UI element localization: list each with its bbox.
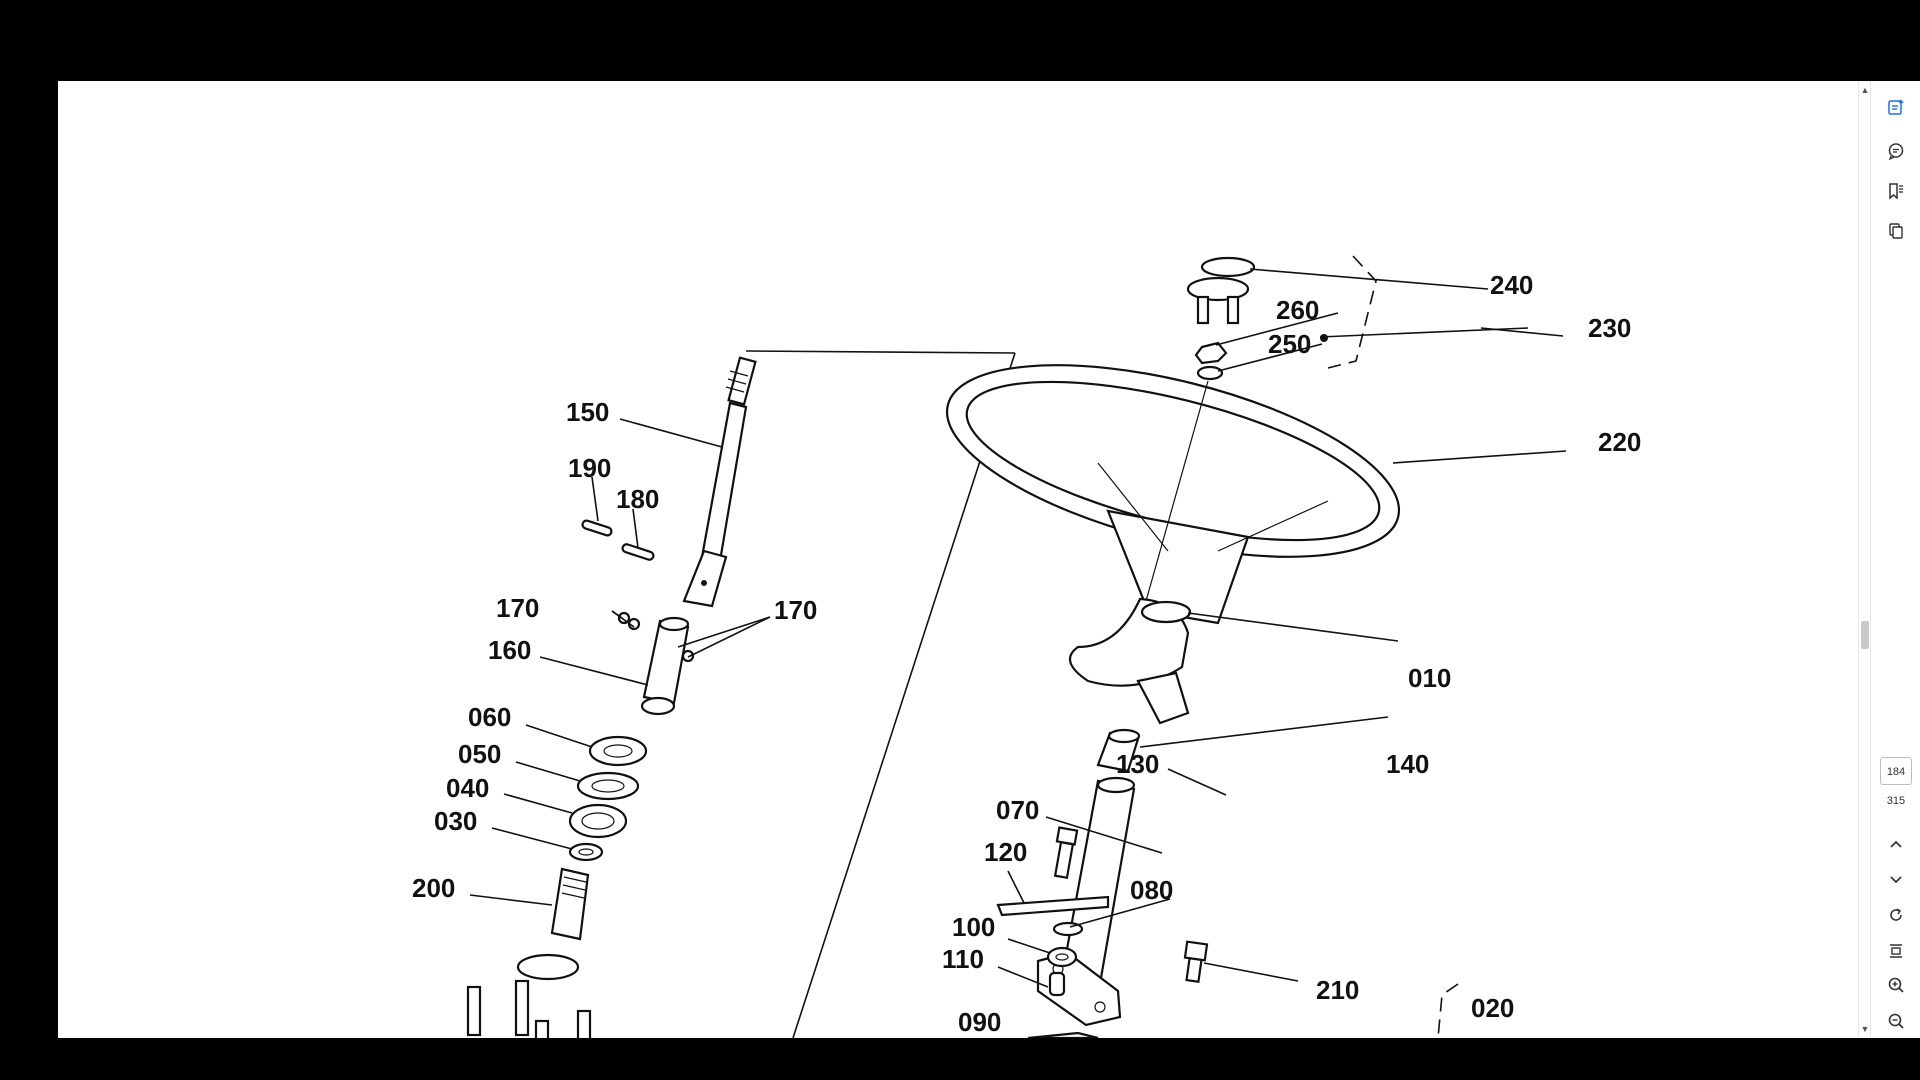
- comment-button[interactable]: [1882, 137, 1910, 165]
- next-page-button[interactable]: [1882, 865, 1910, 893]
- pin-190: [581, 519, 613, 537]
- bookmark-icon: [1889, 183, 1903, 200]
- zoom-in-button[interactable]: [1882, 971, 1910, 999]
- nut-100: [1046, 946, 1078, 968]
- cap-240: [1186, 256, 1256, 325]
- cover-010: [1068, 597, 1192, 725]
- rotate-button[interactable]: [1882, 901, 1910, 929]
- zoom-out-icon: [1888, 1013, 1904, 1029]
- scroll-up-arrow-icon[interactable]: ▲: [1860, 85, 1870, 95]
- callout-020: 020: [1471, 993, 1514, 1023]
- viewer-sidebar: 184 315: [1870, 81, 1920, 1038]
- callout-220: 220: [1598, 427, 1641, 457]
- washer-250: [1196, 365, 1224, 381]
- callout-100: 100: [952, 912, 995, 942]
- comment-icon: [1888, 143, 1904, 160]
- callout-170-left: 170: [496, 593, 539, 623]
- callout-120: 120: [984, 837, 1027, 867]
- vertical-scrollbar[interactable]: ▲ ▼: [1858, 81, 1871, 1038]
- callout-140: 140: [1386, 749, 1429, 779]
- bolts-bottom: [466, 979, 592, 1038]
- leader-lines: [469, 268, 1567, 988]
- coupling-160: [640, 616, 690, 716]
- callout-080: 080: [1130, 875, 1173, 905]
- callout-230: 230: [1588, 313, 1631, 343]
- callout-030: 030: [434, 806, 477, 836]
- callout-250: 250: [1268, 329, 1311, 359]
- bracket-230: [1327, 255, 1377, 369]
- part-170-a: [617, 611, 631, 625]
- bushing-110: [1048, 971, 1066, 997]
- fit-page-button[interactable]: [1882, 937, 1910, 965]
- callout-110: 110: [942, 944, 984, 974]
- emblem-230-dot: [1320, 334, 1328, 342]
- steering-wheel: [945, 364, 1401, 625]
- frame-line: [745, 350, 1016, 354]
- frame-line: [792, 352, 1016, 1038]
- rotate-icon: [1890, 908, 1902, 921]
- document-page: 240 230 260 250 220 150 190 180 170 170 …: [58, 81, 1858, 1038]
- exploded-parts-diagram: 240 230 260 250 220 150 190 180 170 170 …: [412, 255, 1641, 1038]
- callout-130: 130: [1116, 749, 1159, 779]
- part-090: [1027, 1031, 1099, 1038]
- zoom-out-button[interactable]: [1882, 1007, 1910, 1035]
- ai-assistant-icon: [1888, 99, 1904, 115]
- bolt-070: [1053, 826, 1079, 880]
- callout-170-right: 170: [774, 595, 817, 625]
- previous-page-button[interactable]: [1882, 831, 1910, 859]
- bracket-020: [1437, 983, 1459, 1038]
- sleeve-200: [550, 867, 590, 941]
- fit-page-icon: [1890, 944, 1902, 958]
- next-page-icon: [1890, 876, 1902, 884]
- callout-260: 260: [1276, 295, 1319, 325]
- bearing-060: [588, 735, 648, 767]
- callout-060: 060: [468, 702, 511, 732]
- ai-assistant-button[interactable]: [1882, 93, 1910, 121]
- callout-240: 240: [1490, 270, 1533, 300]
- scroll-thumb[interactable]: [1861, 621, 1869, 649]
- callout-010: 010: [1408, 663, 1451, 693]
- callout-200: 200: [412, 873, 455, 903]
- previous-page-icon: [1890, 840, 1902, 848]
- nut-260: [1194, 341, 1228, 365]
- callout-070: 070: [996, 795, 1039, 825]
- bearing-040: [568, 803, 628, 839]
- scroll-down-arrow-icon[interactable]: ▼: [1860, 1024, 1870, 1034]
- callout-180: 180: [616, 484, 659, 514]
- callout-190: 190: [568, 453, 611, 483]
- washer-050: [576, 771, 640, 801]
- thumbnails-button[interactable]: [1882, 217, 1910, 245]
- ring-under-200: [516, 953, 580, 981]
- bolt-210: [1183, 940, 1209, 983]
- lever-120: [996, 895, 1110, 917]
- thumbnails-icon: [1889, 223, 1903, 239]
- callout-050: 050: [458, 739, 501, 769]
- callout-040: 040: [446, 773, 489, 803]
- current-page-input[interactable]: 184: [1880, 757, 1912, 785]
- washer-030: [568, 842, 604, 862]
- callout-160: 160: [488, 635, 531, 665]
- callout-150: 150: [566, 397, 609, 427]
- bushing-140: [1096, 728, 1141, 773]
- page-total: 315: [1886, 795, 1906, 807]
- zoom-in-icon: [1888, 977, 1904, 993]
- steering-shaft: [682, 356, 757, 608]
- pin-180: [621, 543, 655, 561]
- callout-090: 090: [958, 1007, 1001, 1037]
- callout-210: 210: [1316, 975, 1359, 1005]
- bookmark-button[interactable]: [1882, 177, 1910, 205]
